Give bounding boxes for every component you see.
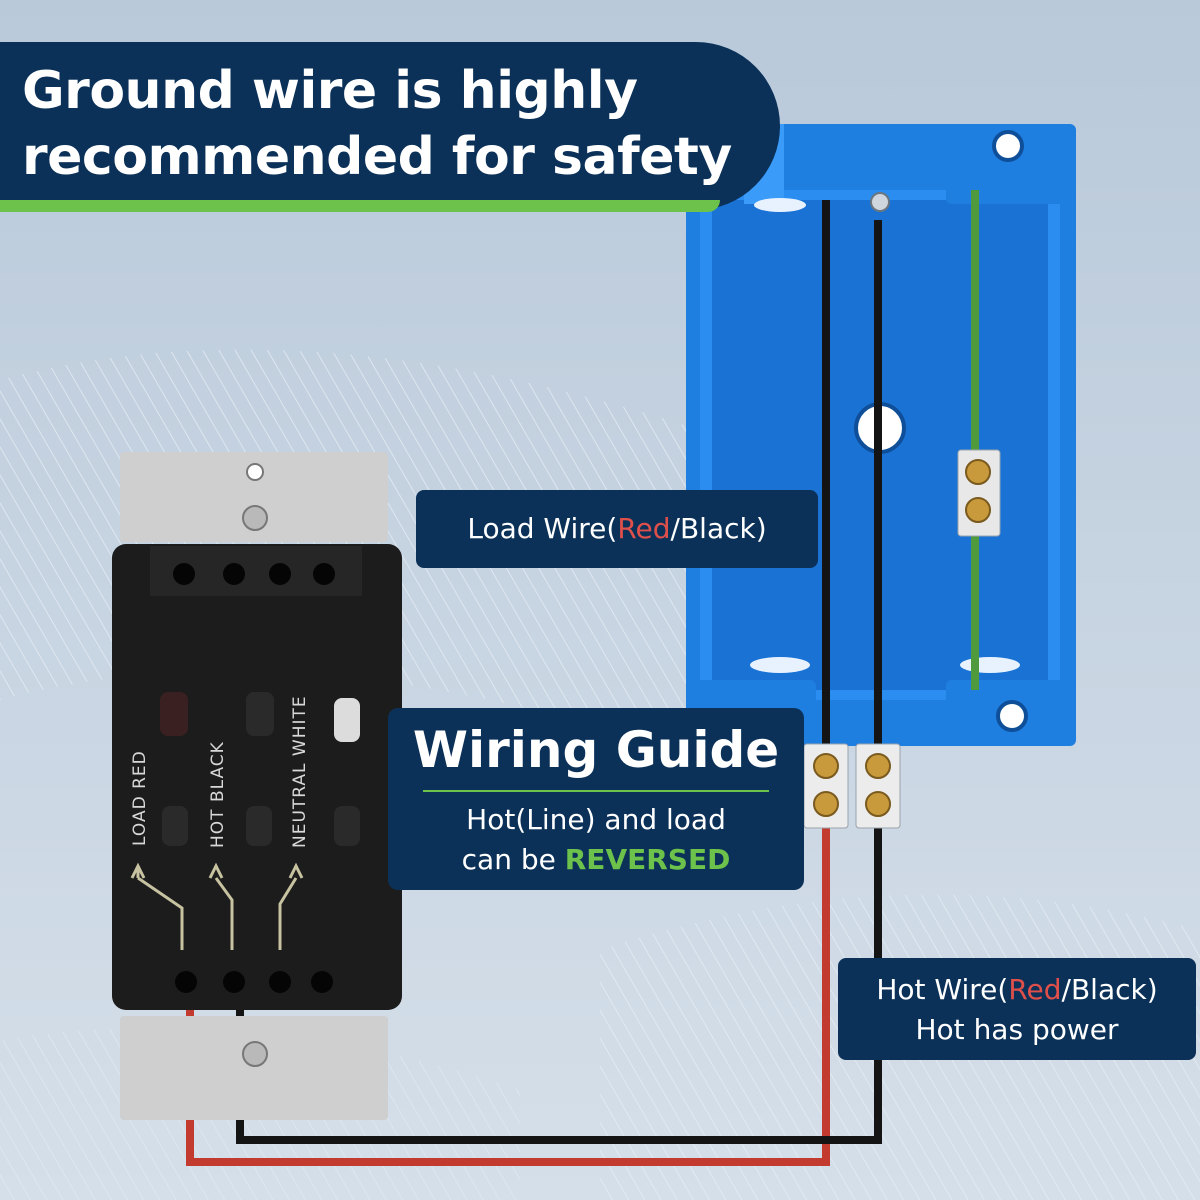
wiring-guide-line-1: Hot(Line) and load (466, 803, 726, 836)
ground-wire-connector (957, 449, 1001, 537)
load-wire-label-red: Red (617, 512, 671, 545)
load-wire-label-suffix: /Black) (670, 512, 767, 545)
wiring-guide-reversed: REVERSED (564, 843, 731, 876)
load-wire-connector (803, 743, 849, 829)
load-wire-label: Load Wire(Red/Black) (416, 490, 818, 568)
screw-icon (870, 192, 890, 212)
banner-line-1: Ground wire is highly (22, 61, 638, 121)
screw-hole-icon (996, 700, 1028, 732)
screw-icon (965, 459, 991, 485)
screw-icon (965, 497, 991, 523)
switch-label-neutral: NEUTRAL WHITE (290, 695, 310, 848)
switch-label-load: LOAD RED (130, 750, 150, 846)
screw-icon (865, 791, 891, 817)
wiring-guide-title: Wiring Guide (412, 721, 780, 779)
hot-wire-label-suffix: /Black) (1061, 973, 1158, 1006)
wiring-guide-panel: Wiring Guide Hot(Line) and load can be R… (388, 708, 804, 890)
screw-icon (813, 791, 839, 817)
screw-icon (865, 753, 891, 779)
safety-banner: Ground wire is highly recommended for sa… (0, 42, 780, 210)
screw-icon (242, 505, 268, 531)
hot-wire-label-prefix: Hot Wire( (876, 973, 1009, 1006)
screw-hole-icon (246, 463, 264, 481)
screw-icon (242, 1041, 268, 1067)
wiring-guide-body: Hot(Line) and load can be REVERSED (388, 800, 804, 880)
banner-line-2: recommended for safety (22, 127, 732, 187)
dimmer-switch (112, 452, 402, 1120)
switch-label-hot: HOT BLACK (208, 741, 228, 848)
hot-wire-label: Hot Wire(Red/Black) Hot has power (838, 958, 1196, 1060)
load-wire-label-prefix: Load Wire( (467, 512, 618, 545)
hot-wire-label-red: Red (1008, 973, 1062, 1006)
hot-wire-connector (855, 743, 901, 829)
screw-hole-icon (992, 130, 1024, 162)
banner-accent-stripe (0, 200, 720, 212)
wiring-guide-divider (423, 790, 769, 792)
hot-wire-label-line-2: Hot has power (915, 1013, 1119, 1046)
screw-icon (813, 753, 839, 779)
hot-wire-label-line-1: Hot Wire(Red/Black) (838, 970, 1196, 1010)
wiring-guide-line-2: can be REVERSED (388, 840, 804, 880)
wiring-guide-line-2-prefix: can be (461, 843, 565, 876)
